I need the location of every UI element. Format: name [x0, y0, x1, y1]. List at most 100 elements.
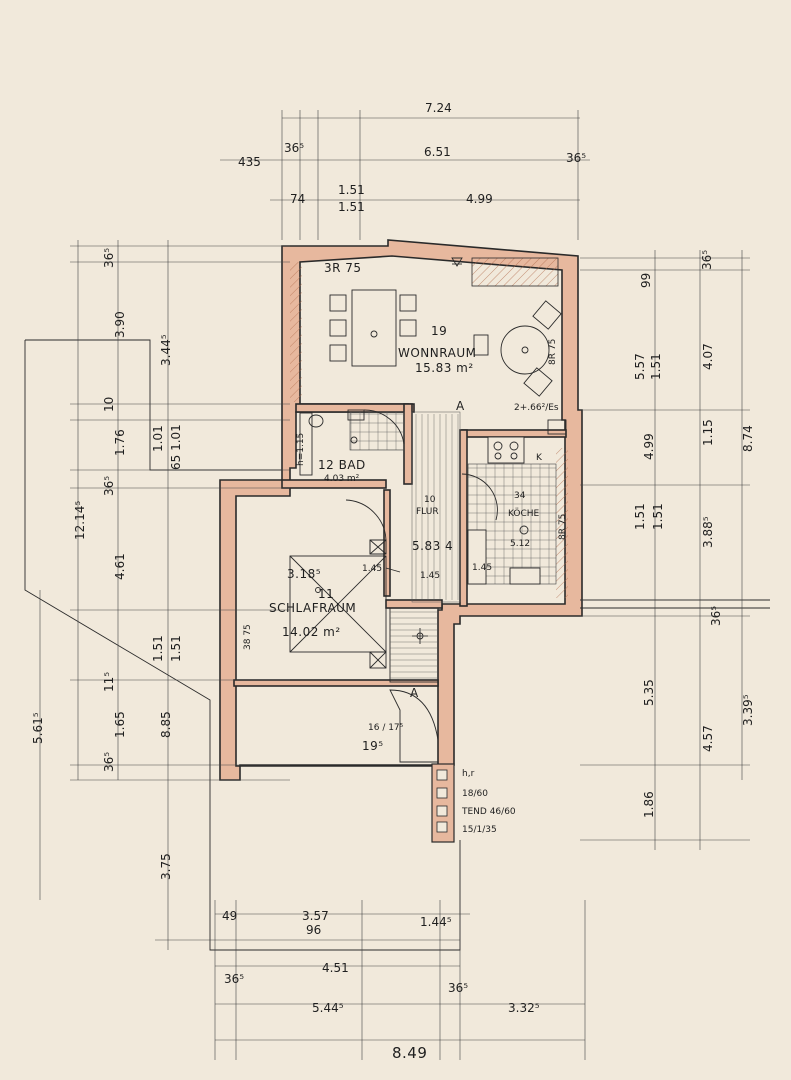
dim-left-176: 1.76 — [113, 429, 127, 456]
dim-left-1245: 12.14⁵ — [73, 501, 87, 540]
dim-top-left-out: 435 — [238, 155, 261, 169]
dim-top-mid: 6.51 — [424, 145, 451, 159]
dim-right-874: 8.74 — [741, 425, 755, 452]
dim-bottom-36b: 36⁵ — [448, 981, 468, 995]
dim-right-457: 4.57 — [701, 725, 715, 752]
dim-right-151: 1.51 — [649, 353, 663, 380]
hall-strip-lines — [415, 414, 459, 600]
dim-right-557: 5.57 — [633, 353, 647, 380]
dim-bottom-5445: 5.44⁵ — [312, 1001, 344, 1015]
dim-left-3445: 3.44⁵ — [159, 334, 173, 366]
bathroom-fixtures — [299, 409, 405, 476]
dim-right-99: 99 — [639, 273, 653, 288]
label-wohnraum-extra: 2+.66²/Es — [514, 403, 559, 413]
dim-left-151b: 1.51 — [169, 635, 183, 662]
dim-bottom-36a: 36⁵ — [224, 972, 244, 986]
label-koche-area: 5.12 — [510, 539, 530, 549]
label-k: K — [536, 453, 543, 463]
dim-right-407: 4.07 — [701, 343, 715, 370]
dim-left-885: 8.85 — [159, 711, 173, 738]
dimension-lines — [39, 110, 750, 1060]
label-schlaf-no: 11 — [318, 587, 334, 601]
label-wohnraum: WONNRAUM — [398, 346, 476, 360]
label-stair-d: 19⁵ — [362, 739, 384, 753]
stair-treads — [390, 611, 438, 679]
hall-floor-lines — [411, 411, 461, 603]
dim-bottom-451: 4.51 — [322, 961, 349, 975]
dim-right-3885: 3.88⁵ — [701, 516, 715, 548]
dim-right-151b: 1.51 — [633, 503, 647, 530]
label-bad-side: h=1.15 — [296, 433, 306, 466]
label-wohnraum-no: 19 — [431, 324, 447, 338]
chimney-note-1: h,r — [462, 769, 475, 779]
dim-left-5615: 5.61⁵ — [31, 712, 45, 744]
label-flur-no: 10 — [424, 495, 436, 505]
dim-bottom-49: 49 — [222, 909, 237, 923]
label-flur-area: 5.83 4 — [412, 539, 453, 553]
label-schlafraum: SCHLAFRAUM — [269, 601, 356, 615]
label-inner-875b: 8R 75 — [548, 339, 558, 365]
dim-left-390: 3.90 — [113, 311, 127, 338]
dim-bottom-1445: 1.44⁵ — [420, 915, 452, 929]
chimney-block — [431, 763, 455, 843]
label-schlaf-area: 14.02 m² — [282, 625, 341, 639]
dim-left-101a: 1.01 — [151, 425, 165, 452]
window-hatch — [290, 262, 302, 402]
dim-left-36b: 36⁵ — [102, 476, 116, 496]
label-inner-145a: 1.45 — [362, 564, 382, 574]
chimney-note-4: 15/1/35 — [462, 825, 497, 835]
chimney-note-2: 18/60 — [462, 789, 488, 799]
label-inner-38: 38 75 — [243, 624, 253, 650]
dim-top-151a: 1.51 — [338, 183, 365, 197]
label-bad-area: 4.03 m² — [324, 474, 360, 484]
dim-right-115: 1.15 — [701, 419, 715, 446]
dim-bottom-357: 3.57 — [302, 909, 329, 923]
dim-bottom-total: 8.49 — [392, 1044, 427, 1062]
label-stair-b: A — [456, 399, 465, 413]
label-wohnraum-area: 15.83 m² — [415, 361, 474, 375]
dim-right-151c: 1.51 — [651, 503, 665, 530]
bed — [289, 499, 401, 669]
lounge-set — [473, 300, 562, 397]
label-inner-145b: 1.45 — [420, 571, 440, 581]
dim-left-36: 36⁵ — [102, 248, 116, 268]
label-koche: KÖCHE — [508, 508, 540, 519]
dim-left-101b: 65 1.01 — [169, 424, 183, 470]
label-bad: 12 BAD — [318, 458, 366, 472]
dim-bottom-3325: 3.32⁵ — [508, 1001, 540, 1015]
dim-left-165: 1.65 — [113, 711, 127, 738]
sideboard — [471, 257, 559, 287]
label-stair-c: 16 / 17⁵ — [368, 723, 404, 733]
label-stair-a: A — [410, 686, 419, 700]
label-schlaf-top: 3.18⁵ — [287, 567, 321, 581]
dim-right-186: 1.86 — [642, 791, 656, 818]
dim-right-3395: 3.39⁵ — [741, 694, 755, 726]
chimney-note-3: TEND 46/60 — [461, 807, 516, 817]
kitchen-units — [461, 419, 567, 585]
dim-top-total: 7.24 — [425, 101, 452, 115]
dining-set — [329, 289, 417, 367]
dim-top-499: 4.99 — [466, 192, 493, 206]
dim-right-36: 36⁵ — [700, 250, 714, 270]
dim-left-10: 10 — [102, 397, 116, 412]
dim-right-535: 5.35 — [642, 679, 656, 706]
dim-right-36b: 36⁵ — [709, 606, 723, 626]
dim-left-115: 11⁵ — [102, 672, 116, 692]
dim-left-375: 3.75 — [159, 853, 173, 880]
dim-left-461: 4.61 — [113, 553, 127, 580]
dim-top-c1: 36⁵ — [284, 141, 304, 155]
dim-top-c2: 36⁵ — [566, 151, 586, 165]
label-inner-145c: 1.45 — [472, 563, 492, 573]
label-flur: FLUR — [416, 507, 439, 517]
dim-left-36c: 36⁵ — [102, 752, 116, 772]
window-hatch-kitchen — [556, 448, 568, 598]
label-br: 3R 75 — [324, 261, 362, 275]
dim-bottom-96: 96 — [306, 923, 321, 937]
dim-right-499: 4.99 — [642, 433, 656, 460]
dim-left-151a: 1.51 — [151, 635, 165, 662]
label-koche-no: 34 — [514, 491, 526, 501]
dim-top-74: 74 — [290, 192, 305, 206]
dim-top-151b: 1.51 — [338, 200, 365, 214]
label-inner-875: 8R 75 — [558, 514, 568, 540]
